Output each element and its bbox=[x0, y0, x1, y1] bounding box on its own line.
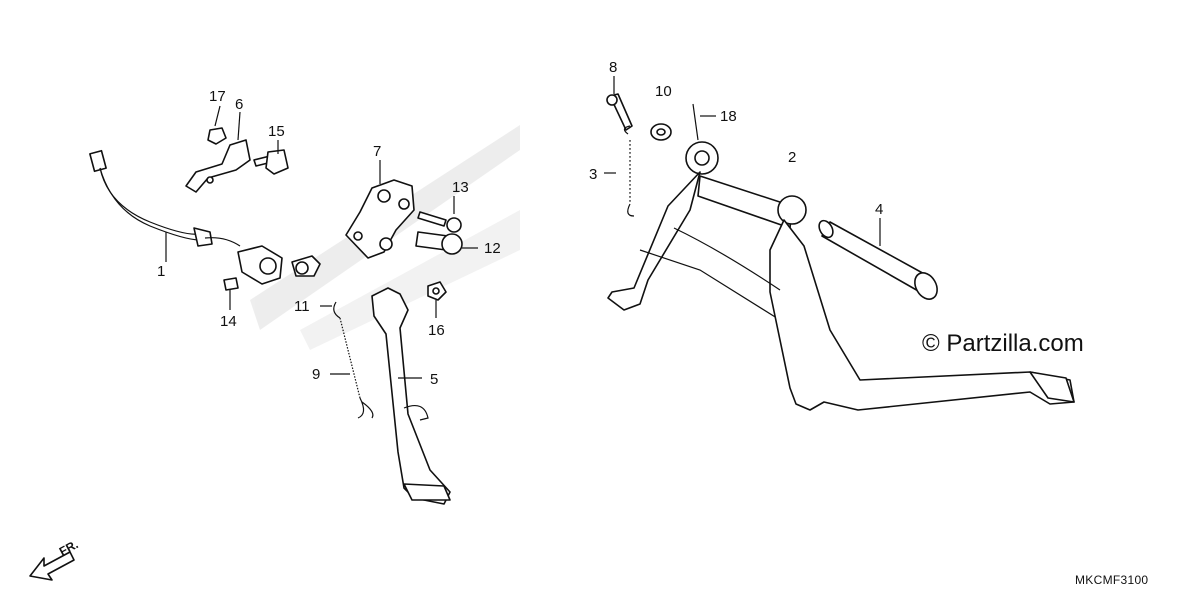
callout-16: 16 bbox=[428, 322, 445, 339]
callout-2: 2 bbox=[788, 149, 796, 166]
front-arrow-icon bbox=[29, 551, 75, 581]
bolt-part-15[interactable] bbox=[253, 149, 289, 175]
pivot-collar[interactable] bbox=[291, 255, 321, 277]
bolt-part-13[interactable] bbox=[417, 211, 462, 233]
callout-1: 1 bbox=[157, 263, 165, 280]
callout-12: 12 bbox=[484, 240, 501, 257]
stand-bracket-part-7[interactable] bbox=[345, 179, 415, 259]
callout-9: 9 bbox=[312, 366, 320, 383]
cotter-pin-part-18[interactable] bbox=[692, 103, 699, 141]
callout-13: 13 bbox=[452, 179, 469, 196]
callout-7: 7 bbox=[373, 143, 381, 160]
front-direction-indicator: FR. bbox=[29, 537, 81, 581]
spring-part-9[interactable] bbox=[333, 301, 374, 419]
callout-5: 5 bbox=[430, 371, 438, 388]
callout-4: 4 bbox=[875, 201, 883, 218]
callout-3: 3 bbox=[589, 166, 597, 183]
leader-lines bbox=[165, 76, 881, 379]
side-stand-switch-part-1[interactable] bbox=[89, 149, 283, 285]
washer-part-10[interactable] bbox=[650, 123, 672, 141]
pin-part-8[interactable] bbox=[606, 93, 633, 131]
callout-14: 14 bbox=[220, 313, 237, 330]
callout-10: 10 bbox=[655, 83, 672, 100]
callout-6: 6 bbox=[235, 96, 243, 113]
nut-part-16[interactable] bbox=[427, 281, 447, 301]
main-stand-part-2[interactable] bbox=[607, 141, 1075, 411]
bolt-part-14[interactable] bbox=[223, 277, 239, 291]
callout-17: 17 bbox=[209, 88, 226, 105]
callout-15: 15 bbox=[268, 123, 285, 140]
callout-18: 18 bbox=[720, 108, 737, 125]
direction-label: FR. bbox=[57, 537, 81, 558]
pipe-part-4[interactable] bbox=[816, 218, 941, 303]
callout-labels: 17 6 15 1 14 7 13 12 16 11 9 5 8 10 18 3… bbox=[157, 59, 883, 388]
diagram-code: MKCMF3100 bbox=[1075, 573, 1149, 587]
watermark: © Partzilla.com bbox=[922, 330, 1084, 357]
callout-8: 8 bbox=[609, 59, 617, 76]
spring-part-3[interactable] bbox=[623, 125, 635, 217]
callout-11: 11 bbox=[294, 298, 310, 315]
side-stand-part-5[interactable] bbox=[371, 287, 451, 505]
bracket-part-6[interactable] bbox=[185, 139, 251, 193]
nut-part-17[interactable] bbox=[207, 127, 227, 145]
pivot-bolt-part-12[interactable] bbox=[415, 231, 463, 255]
